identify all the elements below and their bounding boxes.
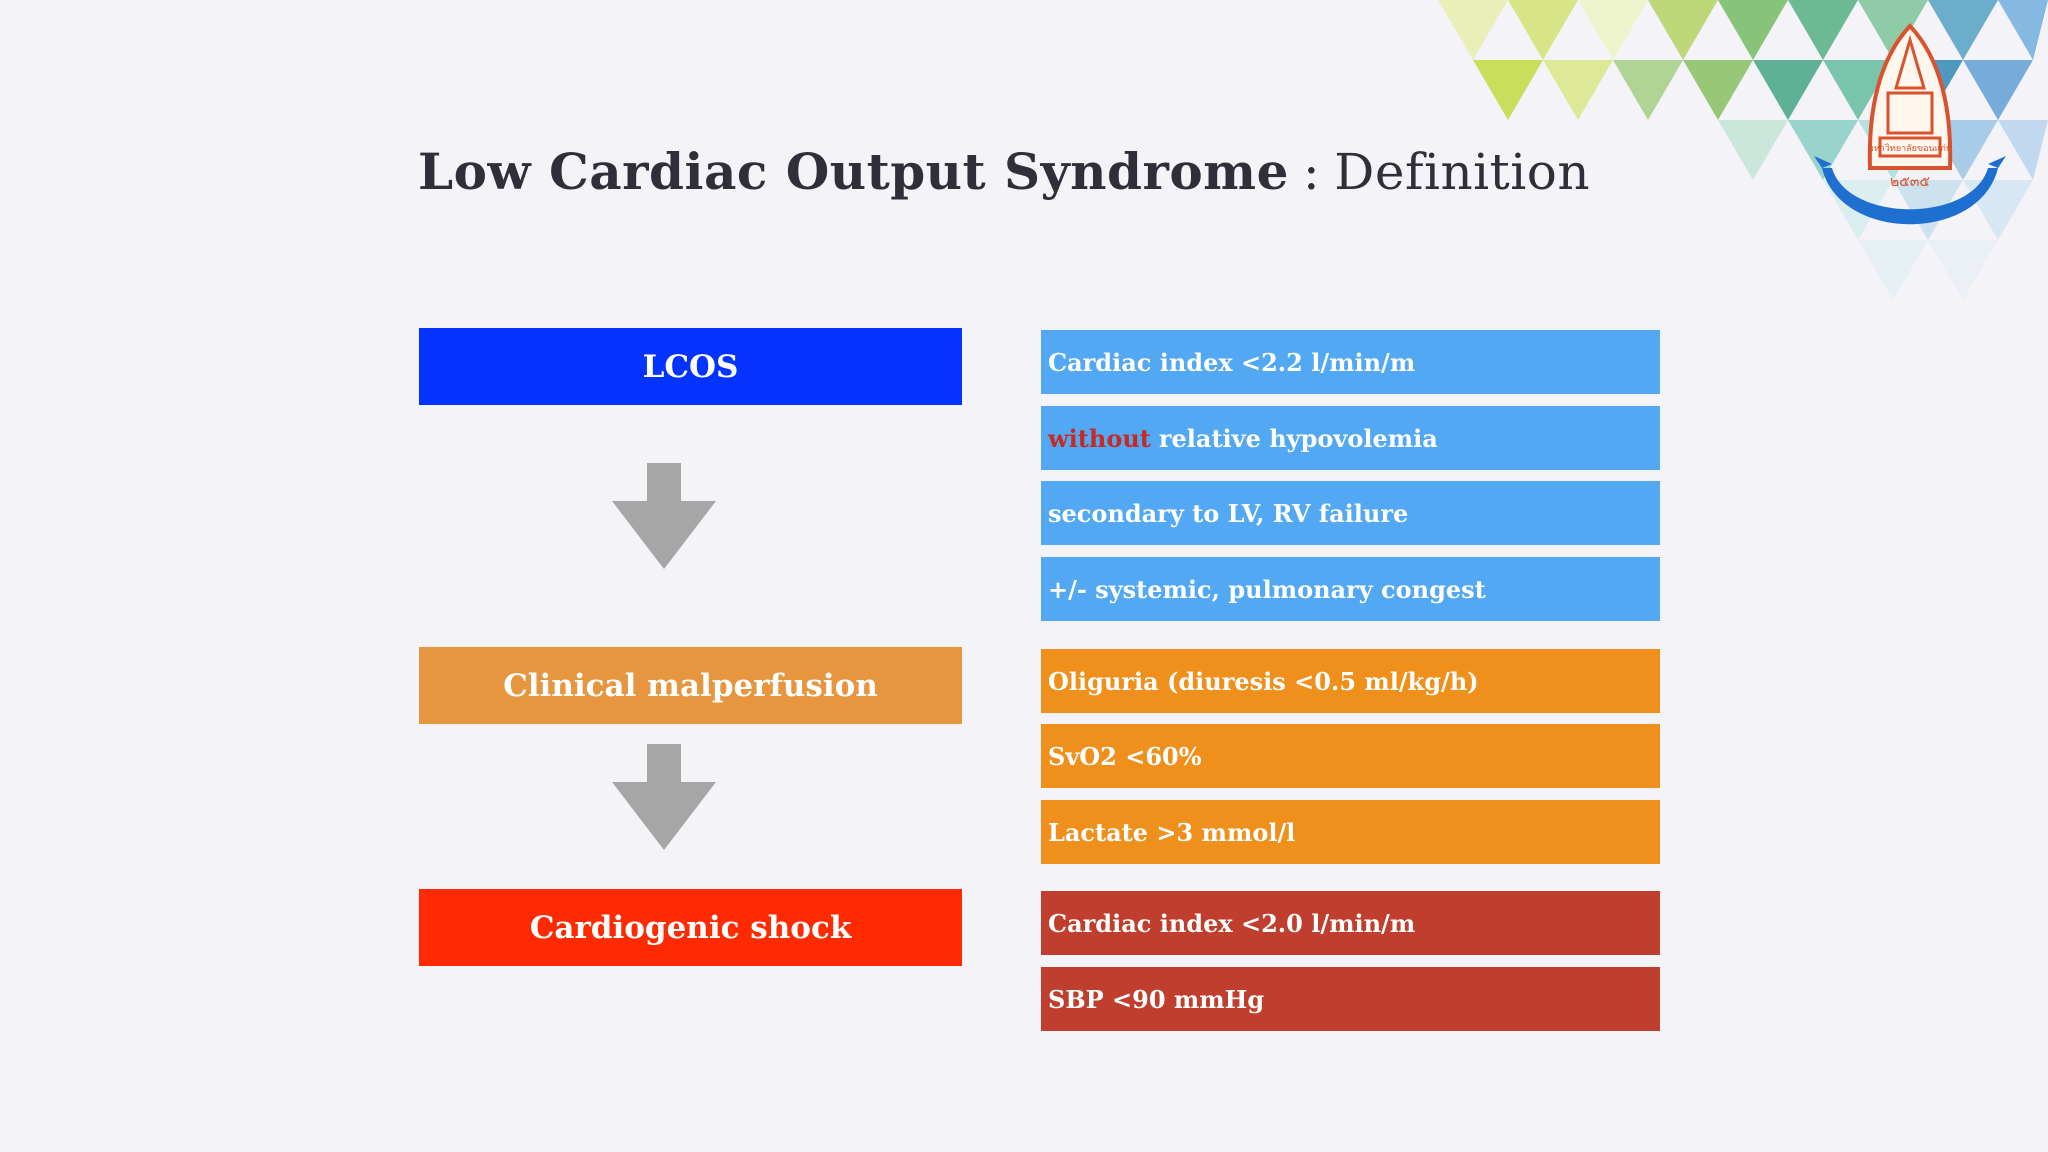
university-seal-logo: มหาวิทยาลัยขอนแก่น ๒๕๓๕ xyxy=(1814,23,2006,225)
down-arrow-icon xyxy=(612,744,716,850)
slide-title: Low Cardiac Output Syndrome:Definition xyxy=(418,142,1590,201)
criterion-clinical-1: Oliguria (diuresis <0.5 ml/kg/h) xyxy=(1041,649,1660,713)
criterion-shock-1: Cardiac index <2.0 l/min/m xyxy=(1041,891,1660,955)
criterion-lcos-3: secondary to LV, RV failure xyxy=(1041,481,1660,545)
criterion-lcos-4: +/- systemic, pulmonary congest xyxy=(1041,557,1660,621)
criterion-clinical-3: Lactate >3 mmol/l xyxy=(1041,800,1660,864)
criterion-lcos-1: Cardiac index <2.2 l/min/m xyxy=(1041,330,1660,394)
criterion-shock-2: SBP <90 mmHg xyxy=(1041,967,1660,1031)
stage-clinical-malperfusion: Clinical malperfusion xyxy=(419,647,962,724)
criterion-clinical-2: SvO2 <60% xyxy=(1041,724,1660,788)
title-main: Low Cardiac Output Syndrome xyxy=(418,142,1289,201)
title-separator: : xyxy=(1302,143,1321,201)
down-arrow-icon xyxy=(612,463,716,569)
criterion-highlight: without xyxy=(1048,423,1151,453)
stage-cardiogenic-shock: Cardiogenic shock xyxy=(419,889,962,966)
stage-lcos: LCOS xyxy=(419,328,962,405)
seal-year-text: ๒๕๓๕ xyxy=(1890,174,1930,190)
title-sub: Definition xyxy=(1334,143,1591,201)
svg-text:มหาวิทยาลัยขอนแก่น: มหาวิทยาลัยขอนแก่น xyxy=(1868,143,1952,154)
criterion-text: relative hypovolemia xyxy=(1158,423,1438,453)
